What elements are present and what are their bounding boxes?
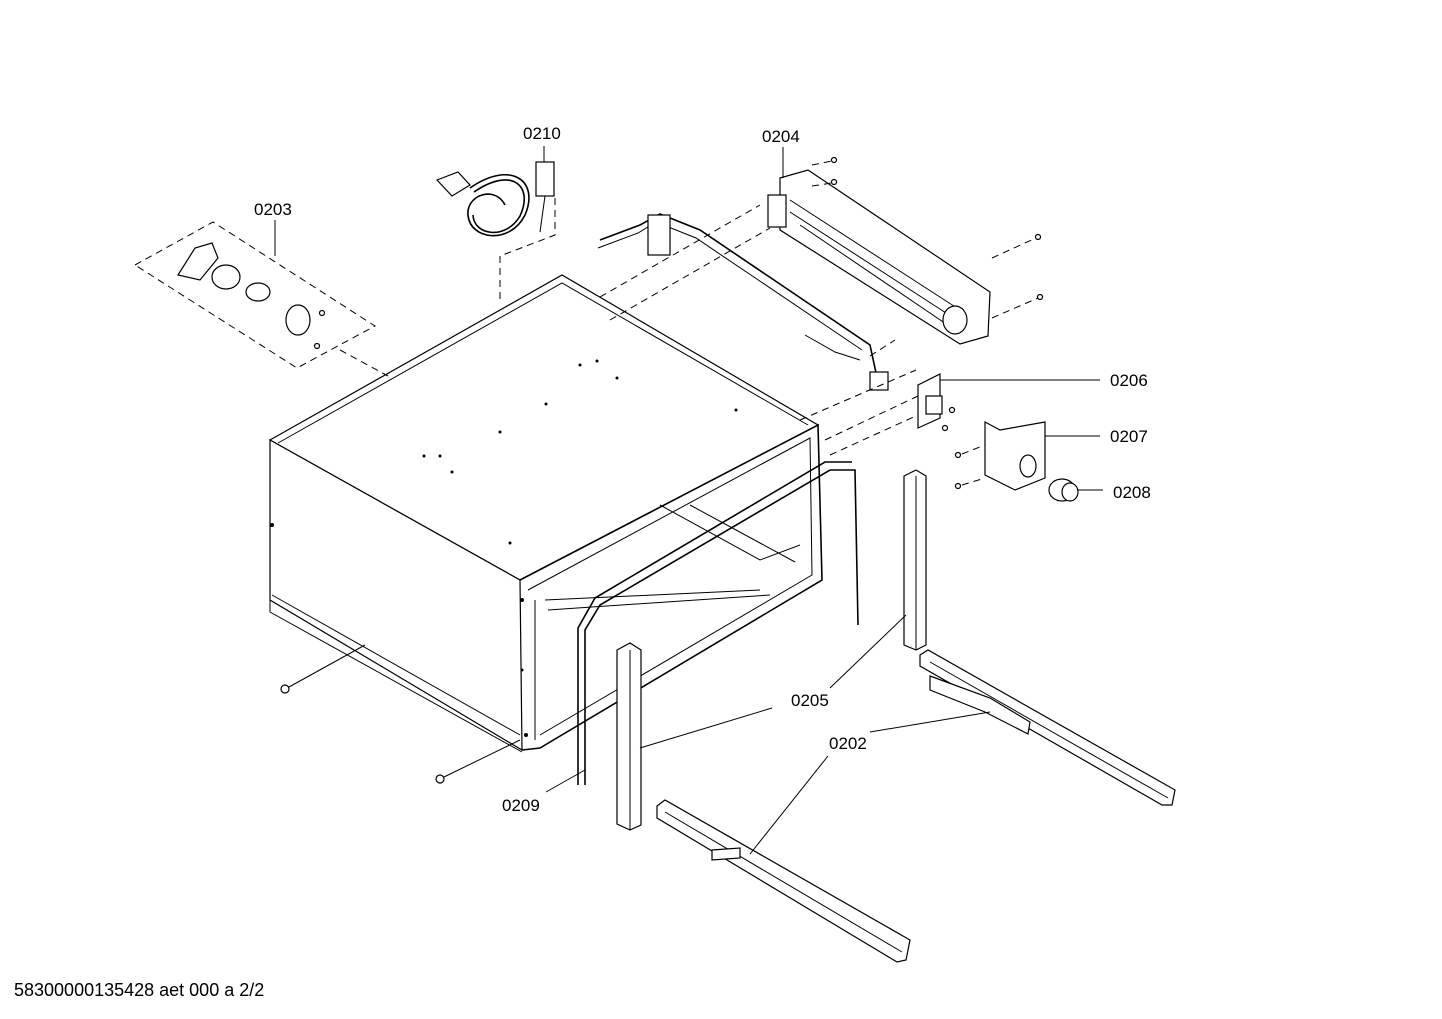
label-0210: 0210 (523, 124, 561, 143)
fan-assembly-part (597, 156, 1044, 391)
leader-lines (274, 146, 1103, 855)
housing-box (268, 274, 823, 753)
label-0206: 0206 (1110, 371, 1148, 390)
control-knob-part (1048, 478, 1079, 502)
switch-part (799, 369, 956, 456)
label-0208: 0208 (1113, 483, 1151, 502)
label-0205: 0205 (791, 691, 829, 710)
trim-strip-right (903, 469, 927, 651)
label-0209: 0209 (502, 796, 540, 815)
door-seal-part (577, 461, 859, 785)
label-0202: 0202 (829, 734, 867, 753)
document-code: 58300000135428 aet 000 a 2/2 (14, 980, 265, 1000)
power-cord-part (435, 161, 556, 300)
label-0204: 0204 (762, 127, 800, 146)
trim-strip-left (616, 642, 642, 831)
label-0203: 0203 (254, 200, 292, 219)
lamp-assembly-part (134, 221, 389, 377)
rail-right (919, 649, 1176, 806)
housing-screws (280, 644, 521, 784)
label-0207: 0207 (1110, 427, 1148, 446)
mounting-bracket-part (954, 421, 1046, 491)
rail-lower-left (656, 799, 911, 963)
